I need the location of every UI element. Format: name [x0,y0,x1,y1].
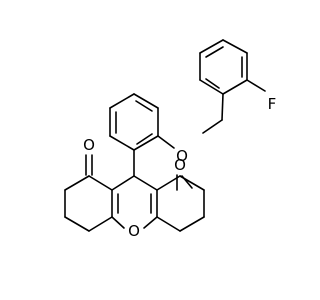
left-carbonyl-oxygen-label: O [83,136,95,154]
right-carbonyl-oxygen-label: O [174,156,186,174]
left-cyclohexenone-ring [64,175,113,232]
molecule-structure: F O O [64,39,277,240]
pyran-ring [111,175,158,229]
ch2-o-bond [202,119,223,134]
phenoxy-ring [109,93,159,151]
fluorine-label: F [268,95,277,113]
fluorobenzyl-ring [199,39,248,95]
left-carbonyl [85,154,93,176]
benzyl-ch2-bond [221,93,224,121]
ether-oxygen-label: O [176,147,188,165]
right-carbonyl [176,174,193,191]
structure-canvas: F O O [64,39,277,240]
right-cyclohexenone-ring [156,175,205,232]
ring-oxygen-label: O [128,222,140,240]
c-f-bond [246,79,266,92]
o-aryl-bond [157,135,175,149]
